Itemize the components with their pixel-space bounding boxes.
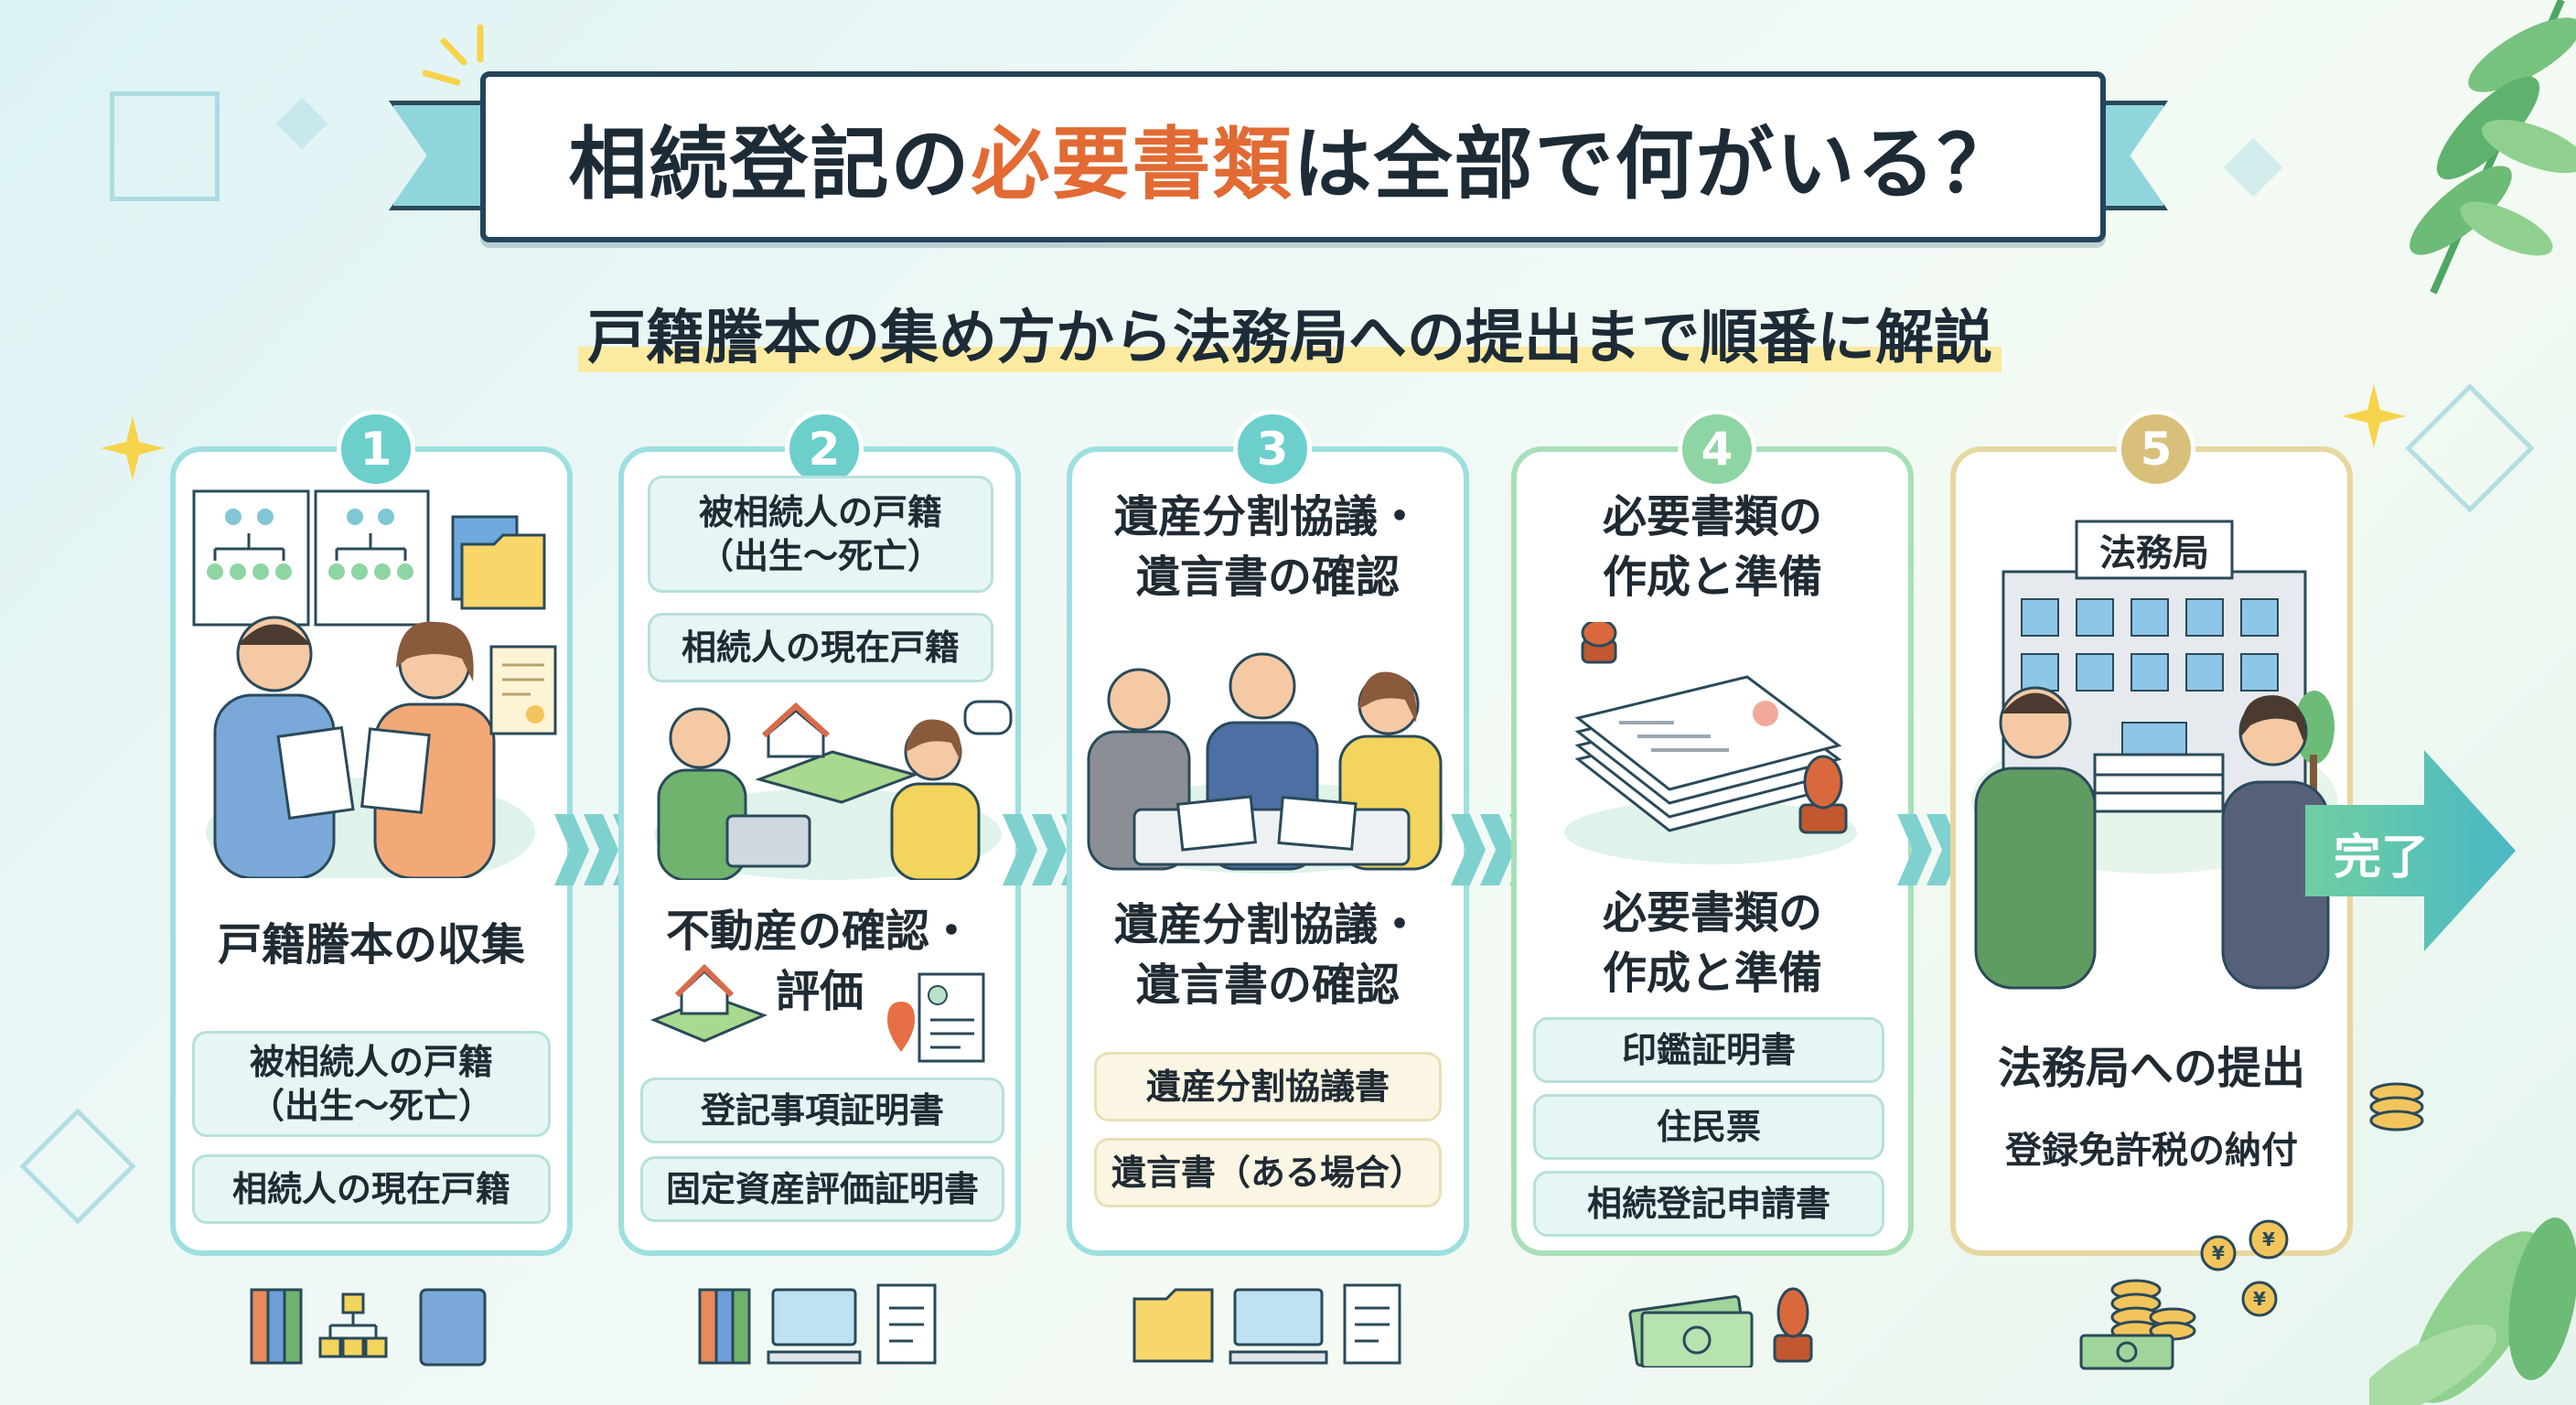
meeting-signing-illustration bbox=[1087, 652, 1445, 874]
binders-flowchart-icons bbox=[250, 1288, 487, 1367]
building-sign: 法務局 bbox=[2099, 532, 2209, 574]
title-accent-text: 必要書類 bbox=[971, 119, 1293, 210]
gold-coins-icon bbox=[2369, 1082, 2424, 1132]
sparkle-icon bbox=[101, 416, 165, 480]
svg-text:¥: ¥ bbox=[2212, 1242, 2225, 1264]
decorative-diamond bbox=[275, 97, 328, 150]
svg-text:¥: ¥ bbox=[2253, 1288, 2266, 1310]
decorative-diamond bbox=[2405, 383, 2535, 513]
step-number-badge-2: 2 bbox=[785, 410, 864, 488]
step-heading-1: 戸籍謄本の収集 bbox=[217, 919, 525, 971]
step-heading-5: 法務局への提出 bbox=[1997, 1043, 2305, 1094]
house-land-icon bbox=[649, 963, 768, 1043]
folder-computer-document-icons bbox=[1132, 1283, 1401, 1365]
leaf-bush-icon bbox=[2369, 1217, 2576, 1405]
decorative-diamond bbox=[19, 1108, 136, 1225]
step-4-item-2: 住民票 bbox=[1533, 1094, 1884, 1160]
couple-reading-documents-illustration bbox=[206, 616, 535, 878]
step-2-top-item-1: 被相続人の戸籍 （出生～死亡） bbox=[648, 476, 993, 593]
step-4-item-3: 相続登記申請書 bbox=[1533, 1171, 1884, 1237]
step-2-item-2: 固定資産評価証明書 bbox=[640, 1156, 1004, 1222]
step-heading-2: 不動産の確認・ 評価 bbox=[665, 906, 973, 1017]
binders-computer-document-icons bbox=[698, 1283, 937, 1365]
step-4-item-1: 印鑑証明書 bbox=[1533, 1017, 1884, 1083]
step-heading-3: 遺産分割協議・ 遺言書の確認 bbox=[1113, 899, 1422, 1011]
folder-icon bbox=[451, 515, 546, 610]
appraisal-document-icon bbox=[887, 972, 985, 1063]
step-subheading-5: 登録免許税の納付 bbox=[2005, 1130, 2298, 1172]
complete-arrow-icon bbox=[2305, 750, 2516, 951]
stacked-documents-stamp-icon bbox=[1564, 622, 1857, 864]
certificate-document-icon bbox=[489, 645, 557, 735]
page-title: 相続登記の必要書類は全部で何がいる？ bbox=[480, 71, 2106, 242]
step-3-item-1: 遺産分割協議書 bbox=[1094, 1052, 1442, 1121]
family-tree-icon bbox=[192, 489, 430, 627]
sparkle-lines-icon bbox=[422, 24, 484, 86]
step-number-badge-1: 1 bbox=[337, 410, 415, 488]
legal-affairs-bureau-building-illustration bbox=[1971, 520, 2337, 990]
step-top-heading-4: 必要書類の 作成と準備 bbox=[1602, 491, 1822, 603]
coins-and-bills-icons: ¥ ¥ ¥ bbox=[2079, 1219, 2289, 1370]
title-text: 相続登記の bbox=[568, 119, 971, 210]
step-heading-4: 必要書類の 作成と準備 bbox=[1602, 887, 1822, 999]
cash-and-seal-icons bbox=[1628, 1287, 1813, 1367]
step-number-badge-4: 4 bbox=[1678, 410, 1756, 488]
step-2-item-1: 登記事項証明書 bbox=[640, 1078, 1004, 1143]
svg-text:¥: ¥ bbox=[2262, 1228, 2275, 1250]
decorative-square bbox=[110, 91, 220, 201]
step-3-item-2: 遺言書（ある場合） bbox=[1094, 1138, 1442, 1207]
step-number-badge-5: 5 bbox=[2117, 410, 2195, 488]
step-2-top-item-2: 相続人の現在戸籍 bbox=[648, 613, 993, 682]
page-subtitle: 戸籍謄本の集め方から法務局への提出まで順番に解説 bbox=[485, 291, 2095, 373]
sparkle-icon bbox=[2342, 384, 2406, 448]
title-text-end: は全部で何がいる？ bbox=[1293, 119, 2018, 210]
step-top-heading-3: 遺産分割協議・ 遺言書の確認 bbox=[1113, 491, 1422, 603]
step-number-badge-3: 3 bbox=[1233, 410, 1312, 488]
subtitle-text: 戸籍謄本の集め方から法務局への提出まで順番に解説 bbox=[578, 305, 2002, 372]
step-1-item-1: 被相続人の戸籍 （出生～死亡） bbox=[192, 1031, 551, 1137]
complete-label: 完了 bbox=[2333, 831, 2429, 885]
step-1-item-2: 相続人の現在戸籍 bbox=[192, 1154, 551, 1224]
leaf-branch-icon bbox=[2410, 0, 2576, 295]
real-estate-consultation-illustration bbox=[654, 700, 1013, 880]
decorative-diamond bbox=[2223, 137, 2283, 198]
